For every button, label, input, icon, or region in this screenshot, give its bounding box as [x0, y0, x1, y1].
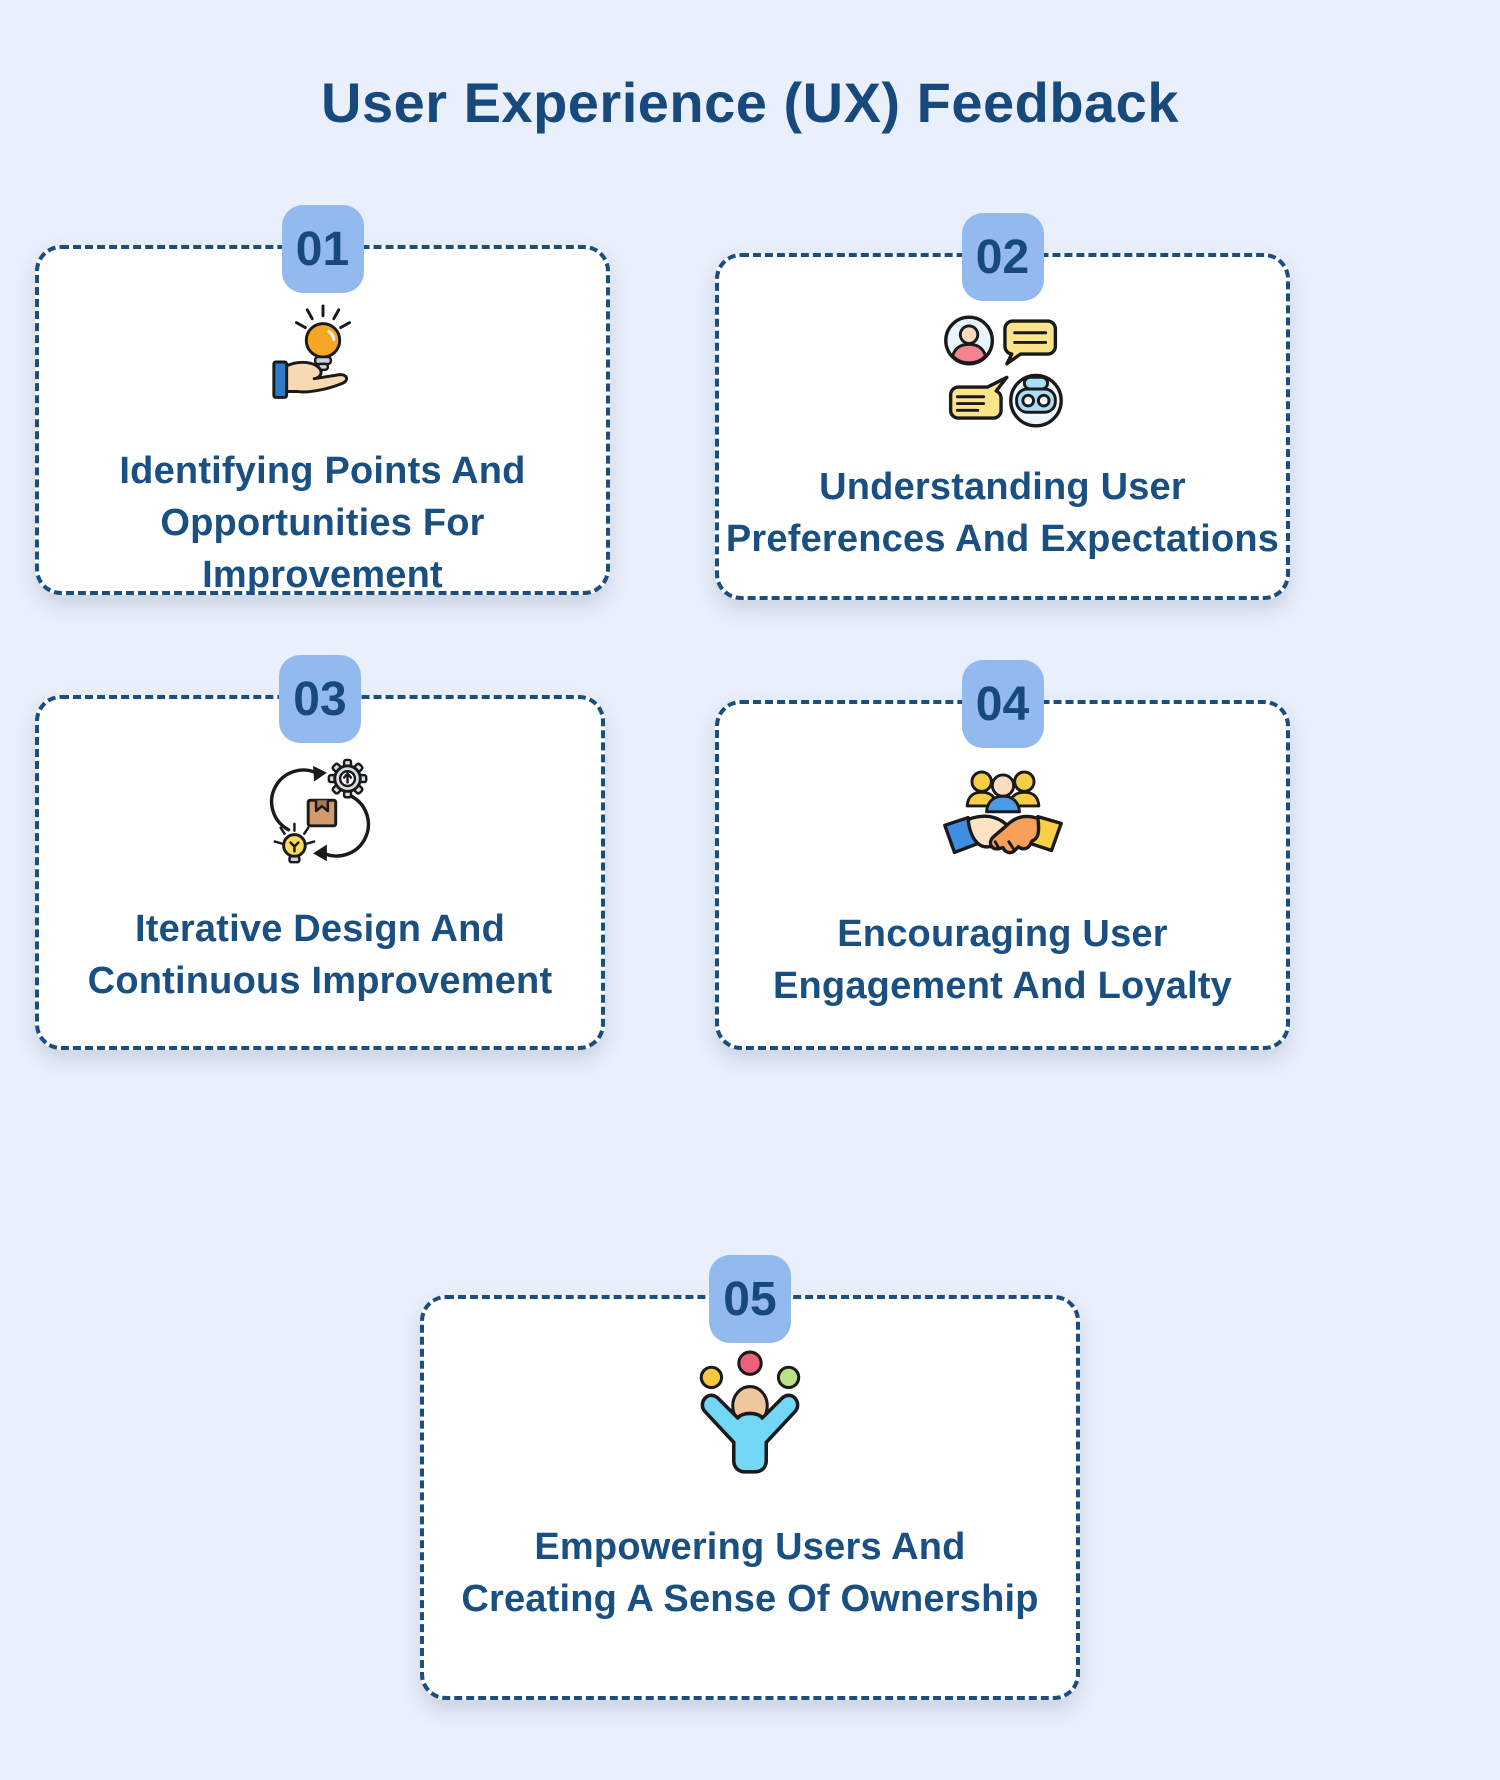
- team-handshake-icon: [939, 756, 1067, 882]
- card-04-label: Encouraging User Engagement And Loyalty: [772, 913, 1233, 1007]
- hand-offering-lightbulb-icon-svg: [271, 304, 351, 399]
- card-03: 03: [35, 655, 605, 1050]
- card-05: 05 Empowering Users And Creating A Sense…: [420, 1255, 1080, 1700]
- card-02-number-badge: 02: [961, 213, 1044, 301]
- card-01-label: Identifying Points And Opportunities For…: [119, 450, 526, 596]
- card-04-number-badge: 04: [961, 660, 1044, 748]
- iterative-design-cycle-icon: [261, 751, 379, 877]
- team-handshake-icon-svg: [942, 770, 1063, 854]
- empowered-user-juggling-icon: [689, 1349, 811, 1483]
- card-01-number-badge: 01: [281, 205, 364, 293]
- card-01: 01 Identifying Points And Opportunities …: [35, 205, 610, 596]
- card-03-number-badge: 03: [279, 655, 361, 743]
- card-05-label: Empowering Users And Creating A Sense Of…: [461, 1526, 1039, 1620]
- user-chatbot-conversation-icon: [939, 309, 1067, 435]
- page-title: User Experience (UX) Feedback: [321, 71, 1179, 134]
- card-02-label: Understanding User Preferences And Expec…: [725, 466, 1280, 560]
- card-04: 04 Encouraging User Engagement And Loyal…: [715, 660, 1290, 1050]
- card-03-label: Iterative Design And Continuous Improvem…: [87, 908, 553, 1002]
- iterative-design-cycle-icon-svg: [269, 758, 371, 864]
- user-chatbot-conversation-icon-svg: [943, 315, 1063, 428]
- hand-offering-lightbulb-icon: [264, 301, 382, 419]
- card-02: 02 Understa: [715, 213, 1290, 600]
- empowered-user-juggling-icon-svg: [699, 1350, 801, 1474]
- card-05-number-badge: 05: [709, 1255, 791, 1343]
